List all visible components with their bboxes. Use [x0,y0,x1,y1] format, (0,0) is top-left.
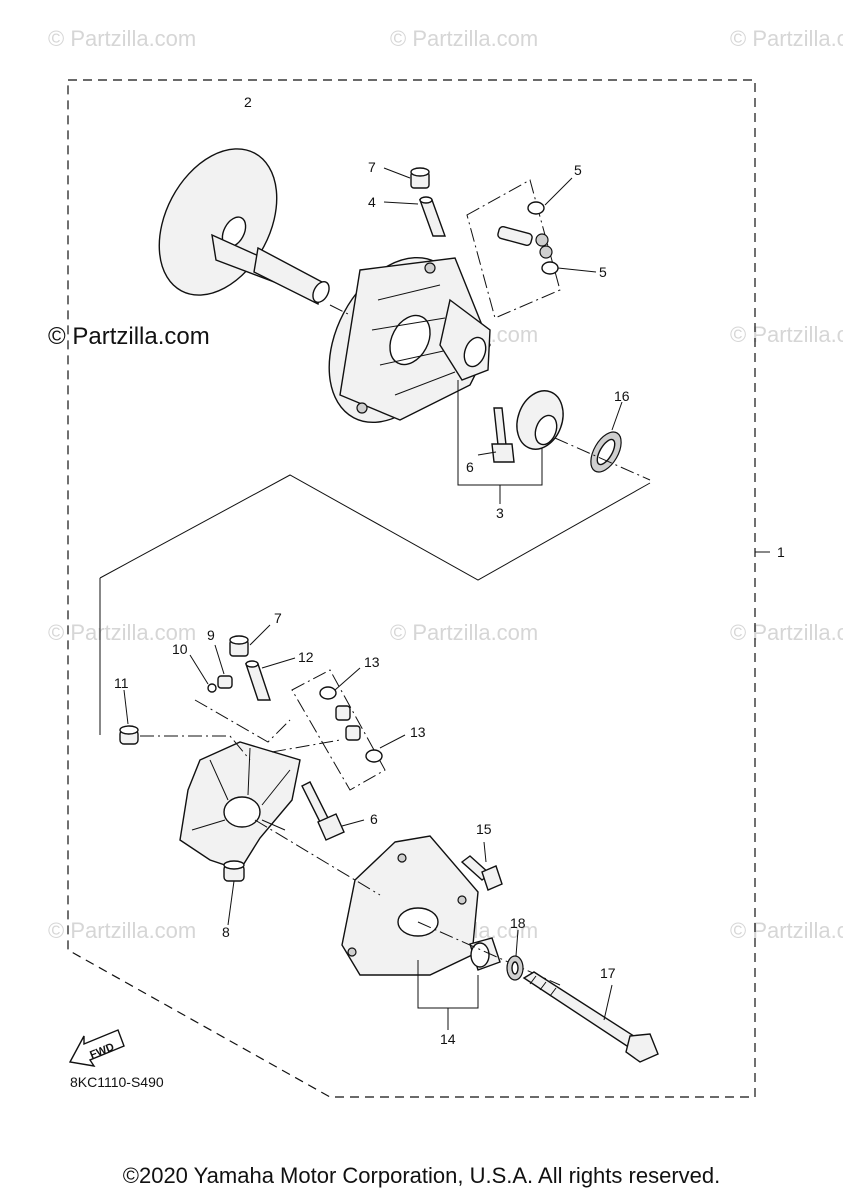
callout-7b: 7 [274,610,282,626]
centerline [329,304,351,316]
slider-part [119,725,139,745]
subassembly-outline [291,669,386,791]
callout-18: 18 [510,915,526,931]
watermark: © Partzilla.com [48,26,196,51]
long-bolt-part [522,971,659,1063]
callout-10: 10 [172,641,188,657]
bearing-part [516,390,564,450]
cover-plate-part [341,835,479,976]
bolt-part [460,855,503,891]
callout-8: 8 [222,924,230,940]
watermark: © Partzilla.com [48,620,196,645]
movable-sheave-part [328,256,491,424]
leader-line [227,880,235,926]
washer-part [590,431,622,473]
copyright-notice: ©2020 Yamaha Motor Corporation, U.S.A. A… [122,1163,721,1188]
bolt-part [491,407,515,463]
watermark: © Partzilla.com [390,620,538,645]
leader-line [249,624,271,646]
callout-6b: 6 [370,811,378,827]
callout-1: 1 [777,544,785,560]
bushing-part [217,675,233,689]
leader-line [477,451,497,456]
watermark: © Partzilla.com [730,26,843,51]
callout-17: 17 [600,965,616,981]
centerline [554,437,651,481]
roller-group-part [497,201,559,275]
washer-part [506,955,524,981]
callout-labels: 1 2 3 4 5 5 6 6 7 7 8 9 10 11 12 13 13 1… [114,94,785,1047]
callout-13a: 13 [364,654,380,670]
watermark: © Partzilla.com [730,322,843,347]
leader-line [557,267,597,273]
watermark: © Partzilla.com [390,26,538,51]
sleeve-part [419,196,446,237]
cap-nut-part [229,635,249,657]
bushing-part [469,937,501,971]
subassembly-outline [466,179,561,319]
callout-16: 16 [614,388,630,404]
leader-line [603,984,613,1021]
callout-12: 12 [298,649,314,665]
watermark-dark: © Partzilla.com [48,323,210,350]
leader-line [383,201,419,205]
callout-2: 2 [244,94,252,110]
watermark-group: © Partzilla.com © Partzilla.com © Partzi… [48,26,843,943]
leader-line [611,401,623,431]
leader-line [334,667,361,691]
leader-line [379,734,406,749]
connector-line [99,474,651,735]
sleeve-part [245,660,271,701]
leader-line [483,841,487,863]
watermark: © Partzilla.com [730,918,843,943]
centerline [140,735,251,761]
o-ring-part [207,683,217,693]
callout-9: 9 [207,627,215,643]
leader-line [214,644,225,675]
callout-5b: 5 [599,264,607,280]
cap-nut-part [410,167,430,189]
watermark: © Partzilla.com [48,918,196,943]
leader-line [383,167,411,179]
bolt-part [301,781,345,841]
leader-line [341,819,365,827]
callout-3: 3 [496,505,504,521]
callout-4: 4 [368,194,376,210]
leader-line [261,657,296,669]
callout-6a: 6 [466,459,474,475]
forward-arrow-icon: FWD [68,1029,125,1067]
centerline [271,739,341,753]
callout-5a: 5 [574,162,582,178]
callout-11: 11 [114,675,129,691]
callout-14: 14 [440,1031,456,1047]
spring-group-part [319,686,383,763]
callout-7a: 7 [368,159,376,175]
leader-line [515,929,519,957]
callout-15: 15 [476,821,492,837]
assembly-boundary [67,79,756,1098]
leader-line [189,654,209,685]
leader-line [123,689,129,725]
primary-sheave-part [158,148,330,306]
diagram-code: 8KC1110-S490 [70,1074,164,1090]
callout-13b: 13 [410,724,426,740]
watermark: © Partzilla.com [730,620,843,645]
spider-part [179,741,301,882]
leader-line [544,177,573,206]
centerline [194,699,291,743]
centerline [254,819,381,896]
